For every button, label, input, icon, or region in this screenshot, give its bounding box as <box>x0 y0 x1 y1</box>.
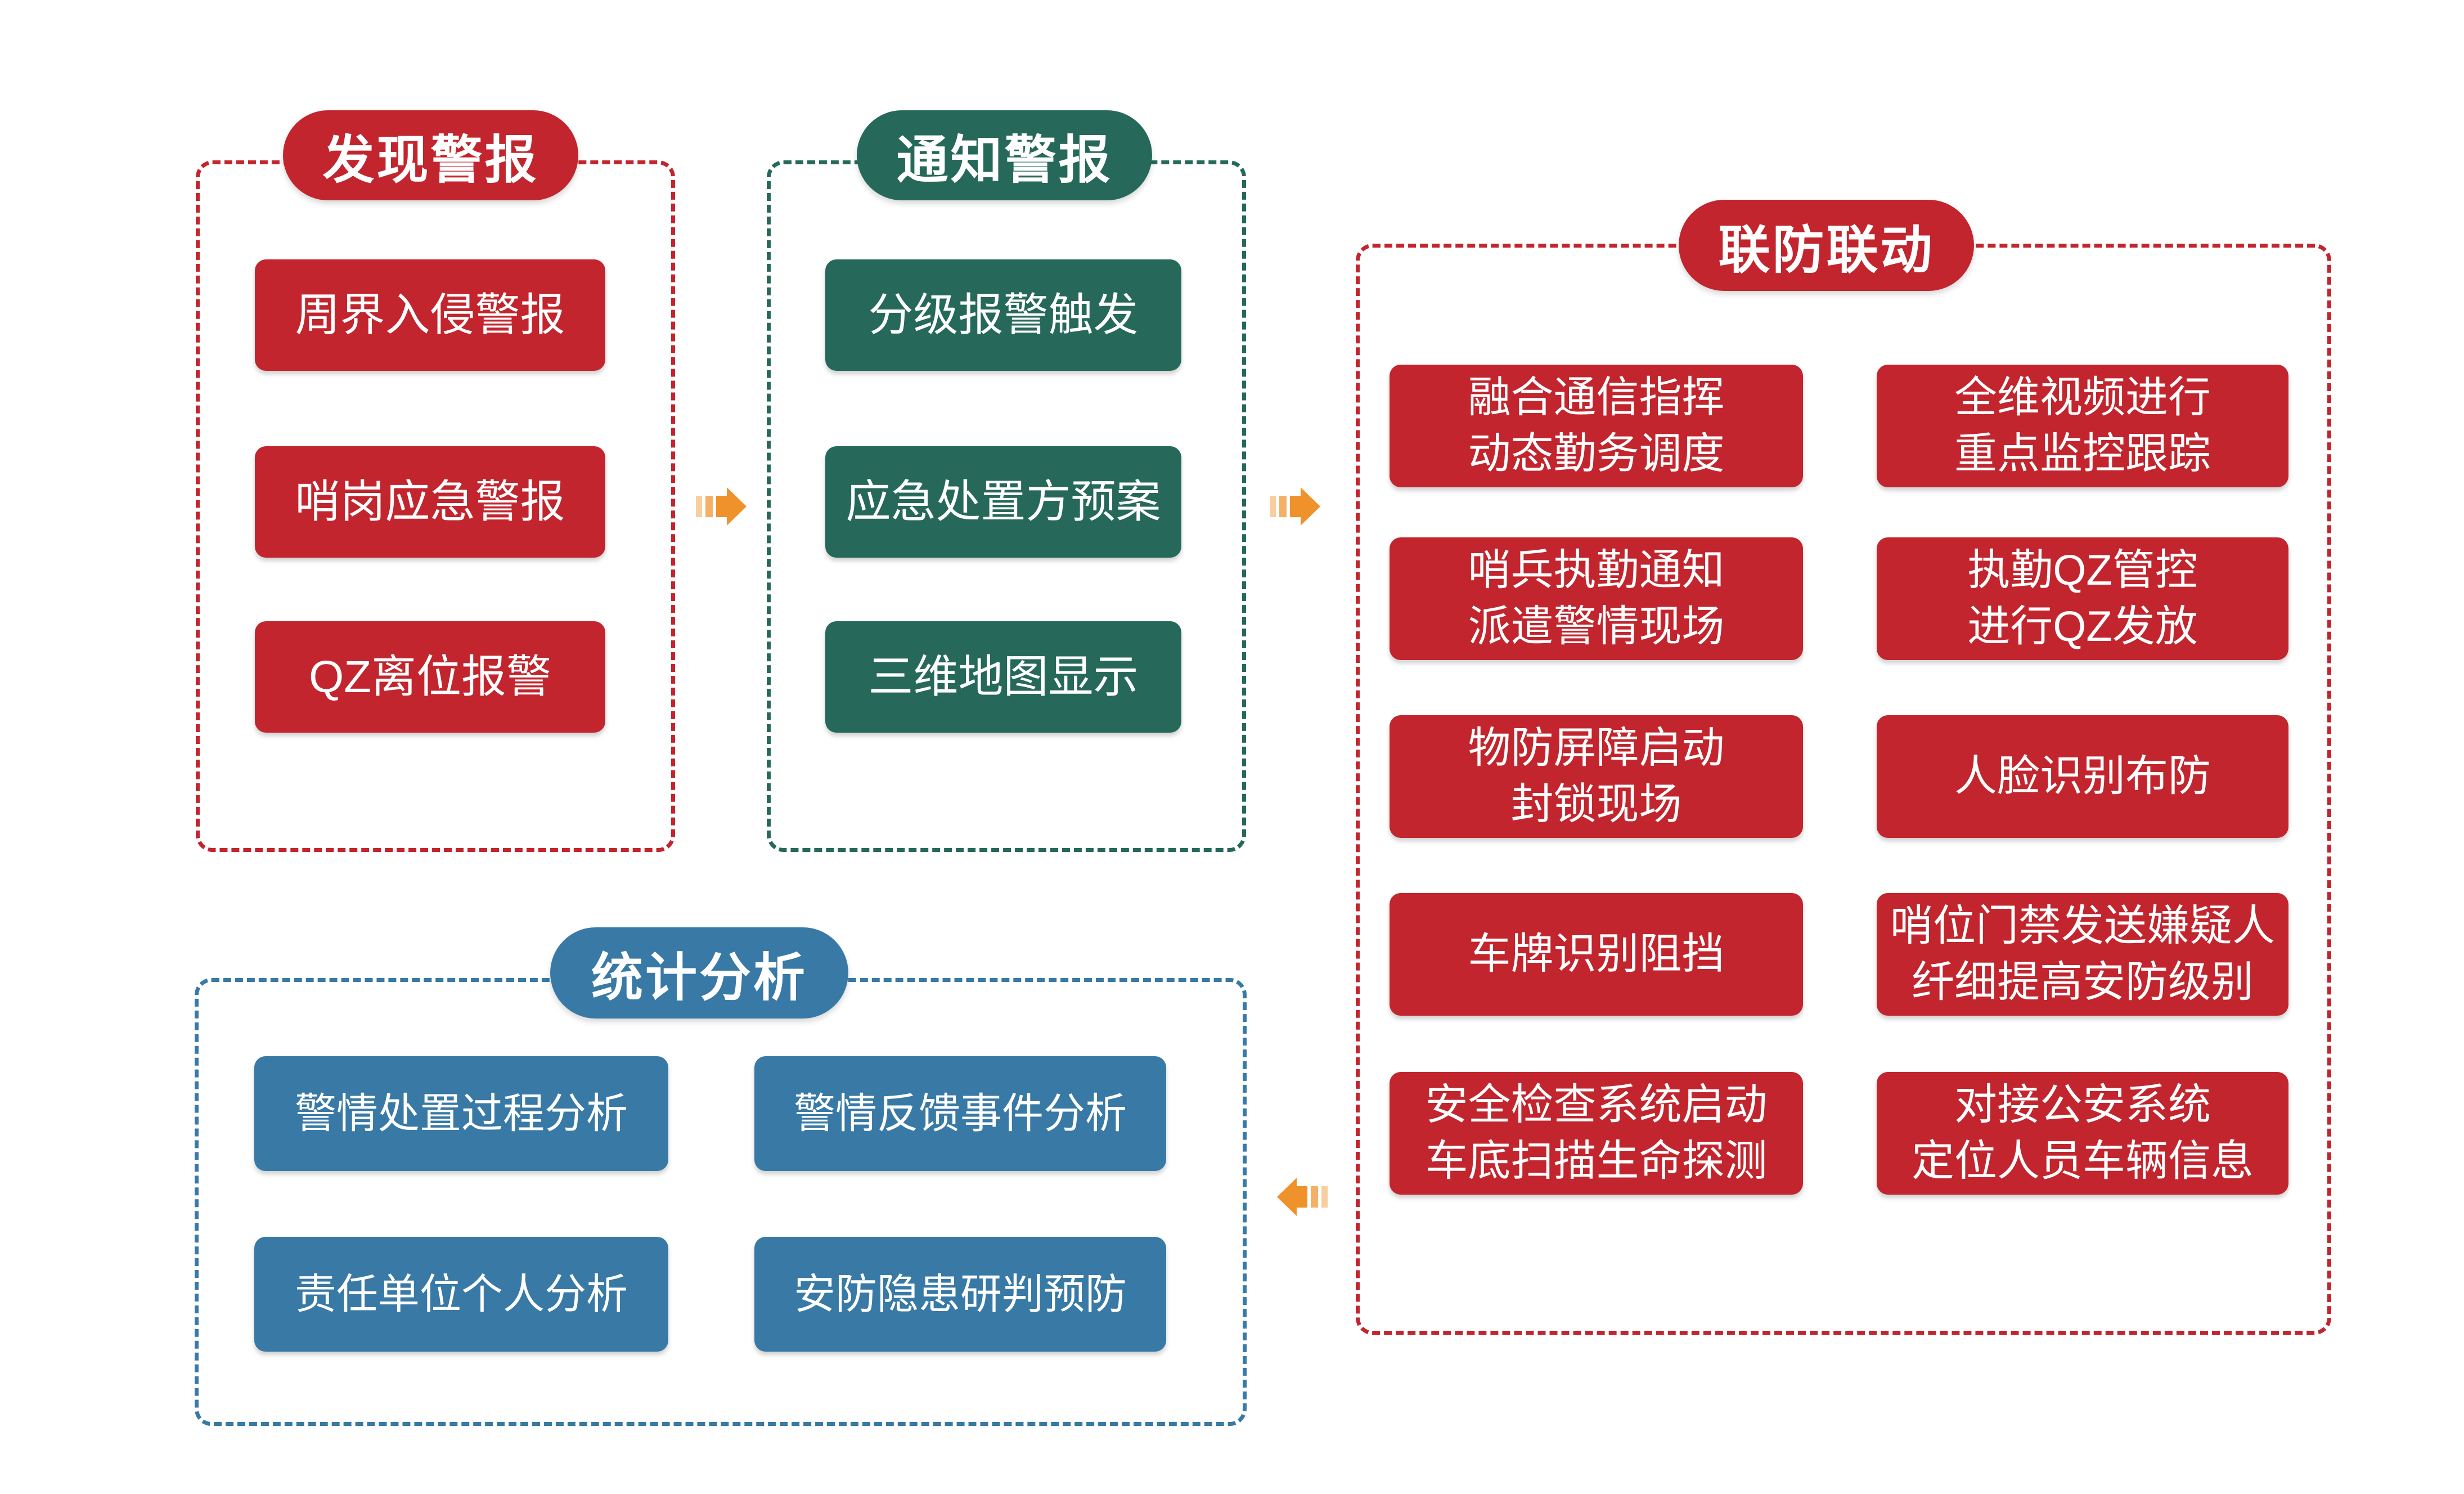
section-stats-analysis-border <box>195 978 1247 1426</box>
section-title: 发现警报 <box>322 131 539 189</box>
item-box: 哨兵执勤通知 派遣警情现场 <box>1390 537 1803 660</box>
flow-arrow-right-icon <box>696 487 747 526</box>
item-box: 责任单位个人分析 <box>254 1237 668 1352</box>
item-box: 融合通信指挥 动态勤务调度 <box>1390 365 1803 487</box>
item-box: 安全检查系统启动 车底扫描生命探测 <box>1390 1072 1803 1195</box>
item-box: 三维地图显示 <box>825 621 1181 733</box>
item-box: QZ离位报警 <box>255 621 605 733</box>
section-notify-alarm-title-pill: 通知警报 <box>857 110 1152 200</box>
item-box: 对接公安系统 定位人员车辆信息 <box>1877 1072 2288 1195</box>
item-box: 安防隐患研判预防 <box>754 1237 1166 1352</box>
item-box: 人脸识别布防 <box>1877 715 2288 838</box>
item-box: 哨岗应急警报 <box>255 446 605 558</box>
item-box: 周界入侵警报 <box>255 259 605 371</box>
item-box: 物防屏障启动 封锁现场 <box>1390 715 1803 838</box>
item-box: 分级报警触发 <box>825 259 1181 371</box>
item-box: 警情处置过程分析 <box>254 1056 668 1171</box>
section-title: 统计分析 <box>591 949 807 1007</box>
item-box: 全维视频进行 重点监控跟踪 <box>1877 365 2288 487</box>
section-title: 联防联动 <box>1718 221 1935 279</box>
flow-arrow-right-icon <box>1270 487 1320 526</box>
section-joint-defense-title-pill: 联防联动 <box>1679 200 1974 291</box>
item-box: 应急处置方预案 <box>825 446 1181 558</box>
flow-arrow-left-icon <box>1277 1178 1328 1216</box>
section-discover-alarm-title-pill: 发现警报 <box>283 110 578 200</box>
section-title: 通知警报 <box>896 131 1113 189</box>
item-box: 车牌识别阻挡 <box>1390 893 1803 1016</box>
section-stats-analysis-title-pill: 统计分析 <box>550 927 848 1019</box>
item-box: 执勤QZ管控 进行QZ发放 <box>1877 537 2288 660</box>
item-box: 哨位门禁发送嫌疑人 纤细提高安防级别 <box>1877 893 2288 1016</box>
item-box: 警情反馈事件分析 <box>754 1056 1166 1171</box>
